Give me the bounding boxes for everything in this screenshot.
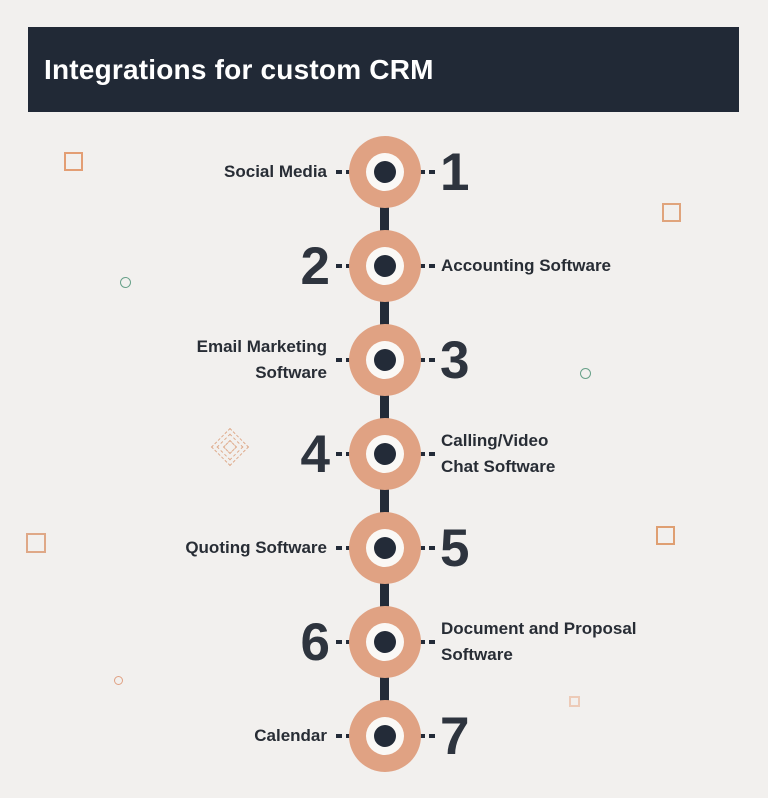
- connector-dash: [336, 264, 352, 268]
- connector-dash: [419, 546, 435, 550]
- decoration-circle-green-right: [580, 368, 591, 379]
- item-number-text: 5: [440, 518, 470, 578]
- item-label-text: Calendar: [254, 726, 327, 745]
- timeline-node-3: [349, 324, 421, 396]
- node-dot: [374, 443, 396, 465]
- connector-dash: [336, 170, 352, 174]
- connector-dash: [419, 264, 435, 268]
- node-ring: [366, 717, 404, 755]
- node-ring: [366, 529, 404, 567]
- item-label-2: Accounting Software: [441, 230, 611, 302]
- connector-dash: [419, 358, 435, 362]
- item-label-3: Email Marketing Software: [197, 324, 327, 396]
- decoration-diamond-set: [210, 427, 250, 467]
- node-ring: [366, 435, 404, 473]
- node-dot: [374, 725, 396, 747]
- node-dot: [374, 161, 396, 183]
- item-label-4: Calling/Video Chat Software: [441, 418, 555, 490]
- timeline-node-1: [349, 136, 421, 208]
- item-label-text: Email Marketing Software: [196, 337, 327, 382]
- timeline-node-6: [349, 606, 421, 678]
- item-number-7: 7: [440, 700, 469, 772]
- decoration-square-mid-right: [656, 526, 675, 545]
- node-dot: [374, 349, 396, 371]
- node-dot: [374, 631, 396, 653]
- connector-dash: [419, 170, 435, 174]
- item-number-text: 1: [440, 142, 470, 202]
- connector-dash: [419, 640, 435, 644]
- item-label-1: Social Media: [224, 136, 327, 208]
- timeline-node-2: [349, 230, 421, 302]
- timeline-node-7: [349, 700, 421, 772]
- item-number-4: 4: [301, 418, 330, 490]
- item-number-5: 5: [440, 512, 469, 584]
- timeline-node-4: [349, 418, 421, 490]
- decoration-square-mid-left: [26, 533, 46, 553]
- node-dot: [374, 255, 396, 277]
- item-label-7: Calendar: [254, 700, 327, 772]
- decoration-square-small-right: [569, 696, 580, 707]
- node-dot: [374, 537, 396, 559]
- node-ring: [366, 153, 404, 191]
- item-label-text: Accounting Software: [441, 256, 612, 275]
- item-number-text: 4: [300, 424, 330, 484]
- item-label-text: Document and Proposal Software: [441, 619, 637, 664]
- decoration-circle-green-left: [120, 277, 131, 288]
- item-number-text: 7: [440, 706, 470, 766]
- connector-dash: [336, 452, 352, 456]
- item-number-3: 3: [440, 324, 469, 396]
- item-label-text: Social Media: [224, 162, 327, 181]
- connector-dash: [336, 640, 352, 644]
- item-label-text: Quoting Software: [185, 538, 327, 557]
- connector-dash: [419, 734, 435, 738]
- connector-dash: [419, 452, 435, 456]
- page-title: Integrations for custom CRM: [44, 53, 434, 85]
- item-number-text: 6: [300, 612, 330, 672]
- header-bar: Integrations for custom CRM: [28, 27, 739, 112]
- connector-dash: [336, 358, 352, 362]
- decoration-circle-orange-left: [114, 676, 123, 685]
- node-ring: [366, 341, 404, 379]
- item-number-2: 2: [301, 230, 330, 302]
- timeline-node-5: [349, 512, 421, 584]
- item-label-text: Calling/Video Chat Software: [441, 431, 556, 476]
- item-number-text: 2: [300, 236, 330, 296]
- connector-dash: [336, 546, 352, 550]
- item-number-text: 3: [440, 330, 470, 390]
- connector-dash: [336, 734, 352, 738]
- node-ring: [366, 623, 404, 661]
- decoration-square-top-right: [662, 203, 681, 222]
- decoration-square-top-left: [64, 152, 83, 171]
- item-number-1: 1: [440, 136, 469, 208]
- item-label-5: Quoting Software: [185, 512, 327, 584]
- item-number-6: 6: [301, 606, 330, 678]
- node-ring: [366, 247, 404, 285]
- item-label-6: Document and Proposal Software: [441, 606, 637, 678]
